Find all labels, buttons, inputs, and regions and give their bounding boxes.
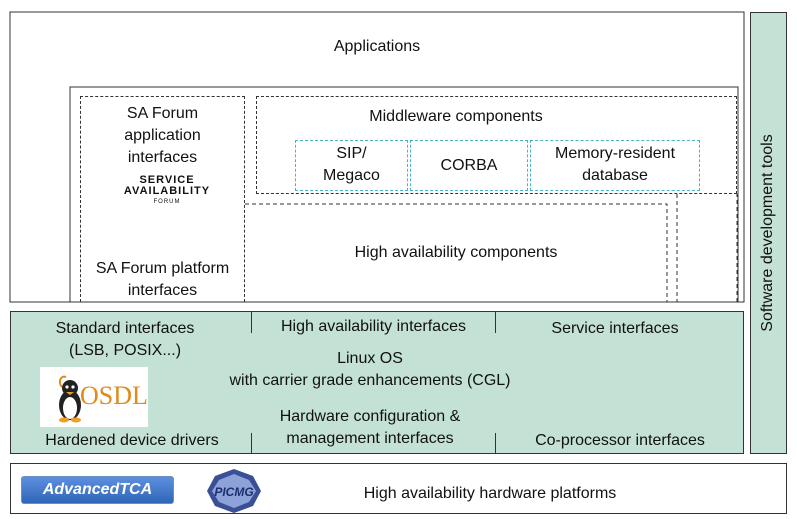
hw-config-left-tick: [251, 433, 252, 454]
coprocessor-interfaces-label: Co-processor interfaces: [535, 432, 705, 449]
standard-interfaces-line2: (LSB, POSIX...): [68, 342, 182, 359]
sip-label-line2: Megaco: [323, 167, 380, 184]
advancedtca-logo: AdvancedTCA: [21, 476, 174, 504]
sa-app-interfaces-line2: application: [124, 127, 201, 144]
hw-config-line2: management interfaces: [286, 430, 454, 447]
saf-logo-line3: FORUM: [153, 199, 181, 205]
ha-interfaces-left-tick: [251, 311, 252, 333]
osdl-logo-text: OSDL: [80, 381, 148, 410]
sa-forum-region: [80, 96, 245, 302]
applications-label: Applications: [333, 38, 421, 55]
sa-app-interfaces-line3: interfaces: [127, 149, 198, 166]
database-label-line2: database: [582, 167, 648, 184]
sdk-tools-bar: [750, 12, 787, 454]
picmg-logo-text: PICMG: [214, 485, 253, 499]
advancedtca-logo-text: AdvancedTCA: [42, 481, 153, 498]
middleware-region: [256, 96, 737, 194]
platform-interfaces-line1: SA Forum platform: [95, 260, 230, 277]
sdk-tools-label: Software development tools: [759, 134, 776, 332]
sip-megaco-box: [295, 140, 408, 191]
osdl-logo: OSDL: [40, 367, 148, 427]
hw-config-right-tick: [495, 433, 496, 454]
linux-os-line1: Linux OS: [337, 350, 403, 367]
ha-interfaces-right-tick: [495, 311, 496, 333]
platform-interfaces-line2: interfaces: [127, 282, 198, 299]
hardened-drivers-label: Hardened device drivers: [45, 432, 219, 449]
ha-interfaces-label: High availability interfaces: [281, 318, 466, 335]
sip-label-line1: SIP/: [336, 145, 367, 162]
middleware-title: Middleware components: [369, 108, 543, 125]
sa-app-interfaces-line1: SA Forum: [126, 105, 199, 122]
corba-box: [410, 140, 528, 191]
ha-components-label: High availability components: [354, 244, 558, 261]
standard-interfaces-line1: Standard interfaces: [55, 320, 195, 337]
picmg-logo: PICMG: [207, 469, 261, 513]
hw-config-line1: Hardware configuration &: [279, 408, 461, 425]
service-availability-logo: SERVICE AVAILABILITY FORUM: [112, 175, 222, 208]
corba-label: CORBA: [440, 157, 498, 174]
saf-logo-line2: AVAILABILITY: [123, 185, 211, 197]
linux-os-line2: with carrier grade enhancements (CGL): [229, 372, 511, 389]
saf-logo-line1: SERVICE: [139, 174, 195, 186]
hardware-platforms-label: High availability hardware platforms: [363, 485, 617, 502]
service-interfaces-label: Service interfaces: [551, 320, 679, 337]
hardware-platforms-layer: [10, 463, 787, 514]
database-label-line1: Memory-resident: [554, 145, 676, 162]
tux-penguin-icon: [58, 375, 81, 423]
database-box: [530, 140, 700, 191]
